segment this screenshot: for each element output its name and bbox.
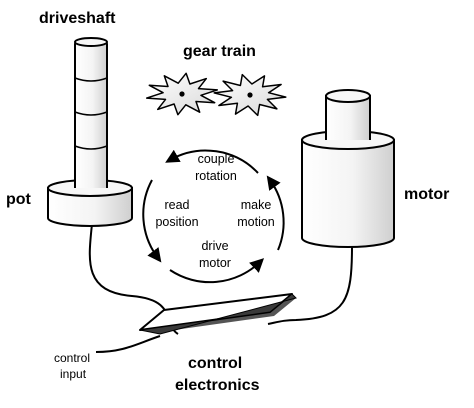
gear-train [145,72,287,117]
pot-label: pot [6,191,32,208]
couple-rotation-label-1: couple [198,152,235,166]
driveshaft-top [74,37,108,47]
control-input-label-2: input [60,367,87,381]
driveshaft-label: driveshaft [39,10,116,27]
pot-assembly [47,37,133,227]
cycle-diagram [142,149,285,284]
gear-train-label: gear train [183,43,256,60]
pot-body [47,187,133,227]
gear-right-hub [247,92,253,98]
read-position-label-2: position [155,215,198,229]
make-motion-label-2: motion [237,215,275,229]
cycle-arrow-left [142,179,162,263]
motor-label: motor [404,186,449,203]
read-position-label-1: read [164,198,189,212]
drive-motor-label-1: drive [201,239,228,253]
control-input-label-1: control [54,351,90,365]
motor-wire [267,245,353,325]
cycle-arrow-bottom [169,258,265,284]
control-input-wire [95,335,161,353]
motor-assembly [301,89,395,248]
motor-body [301,139,395,248]
couple-rotation-label-2: rotation [195,169,237,183]
drive-motor-label-2: motor [199,256,231,270]
cycle-arrow-right [266,175,285,251]
control-electronics-label-1: control [188,355,242,372]
control-electronics-label-2: electronics [175,377,260,394]
control-board [139,293,297,335]
gear-left-hub [179,91,185,97]
cycle-arrow-top [165,149,259,174]
make-motion-label-1: make [241,198,272,212]
